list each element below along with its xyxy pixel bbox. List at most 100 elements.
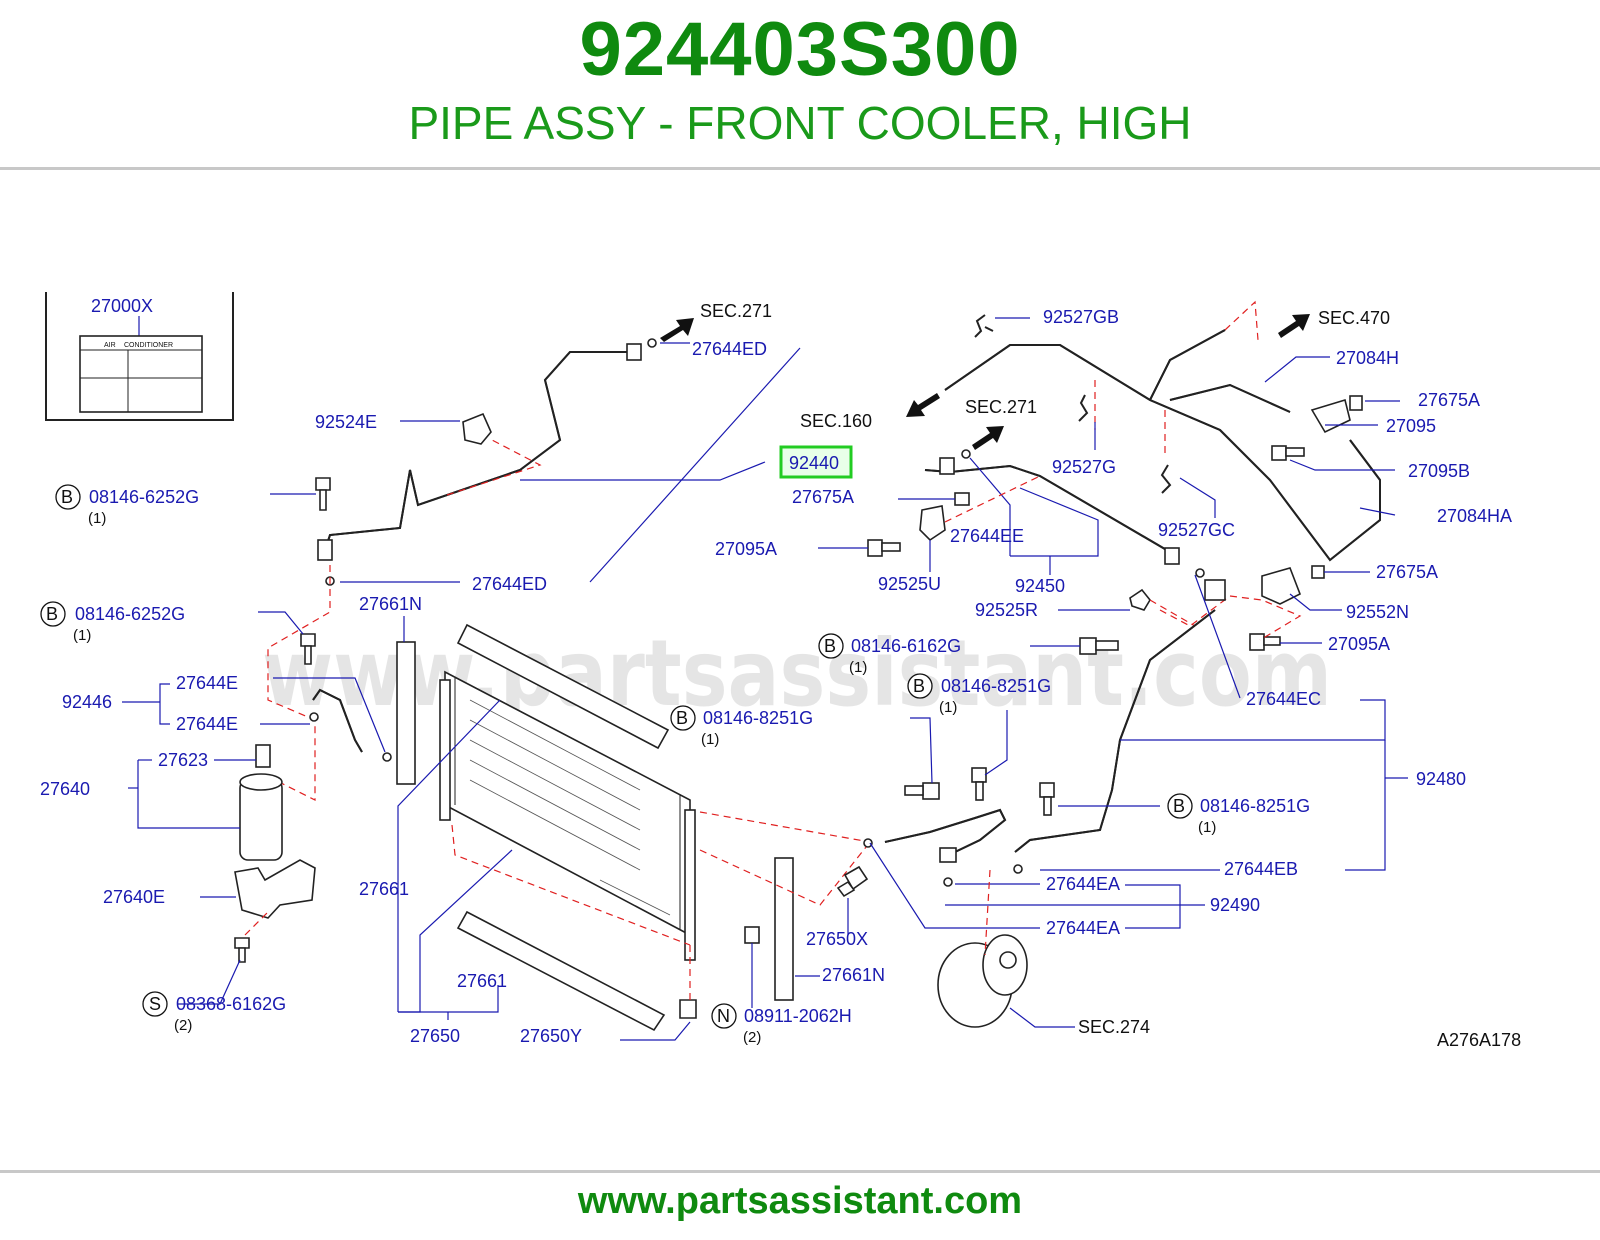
bolt-08146-8251G-center [904,782,940,800]
svg-text:S: S [149,994,161,1014]
clip-92527GB [974,314,994,338]
label-27640E: 27640E [103,887,165,907]
label-27661-lower: 27661 [457,971,507,991]
label-27650Y: 27650Y [520,1026,582,1046]
label-92527G: 92527G [1052,457,1116,477]
section-sec271-upper: SEC.271 [700,301,772,321]
label-27644EA-upper: 27644EA [1046,874,1120,894]
svg-text:(1): (1) [73,627,91,644]
label-92450: 92450 [1015,576,1065,596]
label-27644ED-lower: 27644ED [472,574,547,594]
arrow-sec271-upper [660,318,694,342]
section-sec274: SEC.274 [1078,1017,1150,1037]
bolt-27095B [1271,445,1305,461]
callout-b-08146-6162G: B 08146-6162G (1) [818,633,961,676]
svg-text:B: B [1173,796,1185,816]
label-27661N-right: 27661N [822,965,885,985]
label-27000X: 27000X [91,296,153,316]
card-title: AIR [104,342,116,349]
svg-text:(2): (2) [743,1029,761,1046]
label-27095: 27095 [1386,416,1436,436]
label-27095A-right: 27095A [1328,634,1390,654]
bolt-27675A-right [1311,565,1325,579]
receiver-drier-27640 [239,744,283,861]
svg-text:B: B [61,487,73,507]
arrow-sec470 [1278,314,1310,338]
bracket-27095 [1310,395,1363,434]
highlight-box-92440 [779,445,853,479]
callout-s-08368-6162G: S 08368-6162G (2) [142,991,286,1034]
bolt-27675A-center [954,492,970,506]
footer-divider [0,1170,1600,1173]
svg-text:08146-8251G: 08146-8251G [1200,796,1310,816]
hose-92480-upper [944,329,1381,562]
bolt-08146-8251G-right [1039,782,1055,816]
callout-b-08146-6252G-upper: B 08146-6252G (1) [55,484,199,527]
label-27640: 27640 [40,779,90,799]
label-27084H: 27084H [1336,348,1399,368]
clip-92524E [462,412,492,445]
part-title: PIPE ASSY - FRONT COOLER, HIGH [408,97,1192,149]
ac-label-card [79,335,203,413]
bracket-27640E [234,859,316,919]
svg-text:08146-6162G: 08146-6162G [851,636,961,656]
part-number: 924403S300 [579,7,1021,92]
section-sec160: SEC.160 [800,411,872,431]
svg-text:(1): (1) [88,510,106,527]
label-92490: 92490 [1210,895,1260,915]
arrow-sec160 [906,393,940,417]
label-27650: 27650 [410,1026,460,1046]
svg-text:(2): (2) [174,1017,192,1034]
svg-text:08146-8251G: 08146-8251G [941,676,1051,696]
clamp-92525R [1129,588,1151,611]
card-subtitle: CONDITIONER [124,342,173,349]
condenser-27650 [396,623,794,1032]
label-92480: 92480 [1416,769,1466,789]
svg-text:(1): (1) [939,699,957,716]
svg-text:(1): (1) [1198,819,1216,836]
label-27650X: 27650X [806,929,868,949]
screw-08368-6162G [234,937,250,963]
seal-27661N-right [774,857,794,1001]
section-sec470: SEC.470 [1318,308,1390,328]
svg-text:(1): (1) [701,731,719,748]
svg-text:B: B [676,708,688,728]
label-27675A-right: 27675A [1376,562,1438,582]
label-card-group: AIR CONDITIONER [45,292,234,421]
svg-text:08146-6252G: 08146-6252G [75,604,185,624]
footer-url[interactable]: www.partsassistant.com [577,1180,1023,1222]
hose-92480 [1013,579,1226,874]
callout-b-08146-8251G-center: B 08146-8251G (1) [907,673,1051,716]
bolt-08146-8251G-upper [971,767,987,801]
pressure-switch-27650X [836,865,869,898]
label-27644EB: 27644EB [1224,859,1298,879]
label-27095A-center: 27095A [715,539,777,559]
label-92525U: 92525U [878,574,941,594]
callout-b-08146-8251G-right: B 08146-8251G (1) [1167,793,1310,836]
clip-92527GC [1160,464,1172,494]
page-header: 924403S300 PIPE ASSY - FRONT COOLER, HIG… [0,0,1600,168]
seal-27661-upper [456,623,670,750]
label-27675A-center: 27675A [792,487,854,507]
label-27675A-upper: 27675A [1418,390,1480,410]
svg-text:08146-8251G: 08146-8251G [703,708,813,728]
nut-08911-2062H [744,926,760,944]
bolt-27095A-center [867,539,901,557]
label-27084HA: 27084HA [1437,506,1512,526]
svg-text:B: B [46,604,58,624]
label-92525R: 92525R [975,600,1038,620]
diagram-code: A276A178 [1437,1030,1521,1050]
svg-text:08911-2062H: 08911-2062H [744,1006,852,1026]
pipe-92440 [317,338,657,586]
svg-text:B: B [824,636,836,656]
label-27644ED-upper: 27644ED [692,339,767,359]
label-27661N-left: 27661N [359,594,422,614]
label-27623: 27623 [158,750,208,770]
svg-text:08368-6162G: 08368-6162G [176,994,286,1014]
label-27644EE: 27644EE [950,526,1024,546]
label-92527GC: 92527GC [1158,520,1235,540]
clip-92527G [1078,394,1089,422]
seal-27661N-left [396,641,416,785]
callout-n-08911-2062H: N 08911-2062H (2) [711,1003,852,1046]
